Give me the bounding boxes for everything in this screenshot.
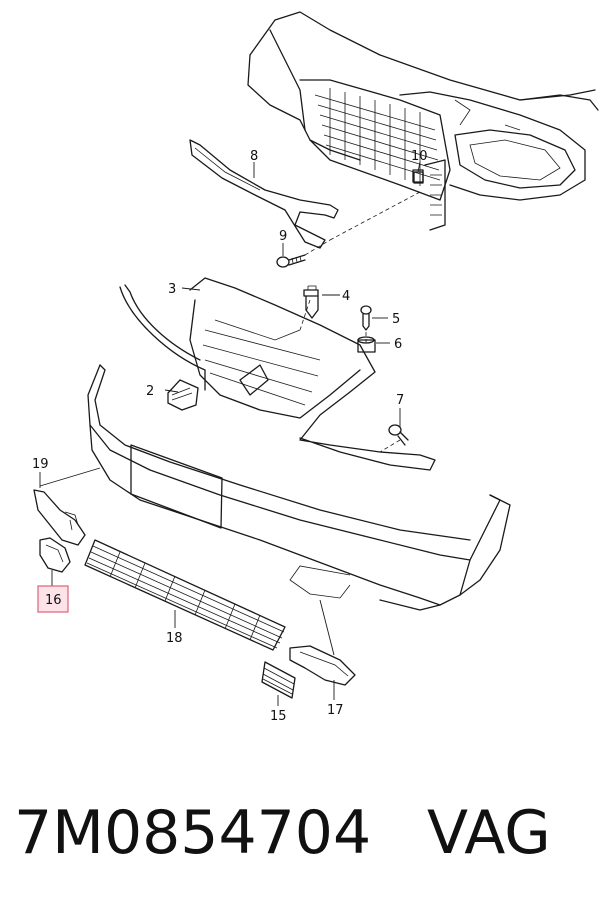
part-16-grille-insert: [39, 537, 71, 573]
callout-7: 7: [396, 393, 404, 408]
assembly-line: [304, 191, 421, 256]
callout-5: 5: [392, 312, 400, 327]
callout-2: 2: [146, 384, 154, 399]
part-5-screw: [360, 305, 372, 331]
assembly-line: [379, 439, 401, 453]
part-2-emblem: [167, 379, 199, 411]
callout-17: 17: [327, 703, 344, 718]
license-plate-recess: [130, 444, 223, 529]
part-4-clip: [303, 285, 319, 319]
part-18-lower-grille: [84, 539, 286, 651]
leader-lines: [39, 161, 421, 706]
brand-label: VAG: [427, 798, 551, 868]
part-10-clip: [413, 171, 424, 184]
callout-8: 8: [250, 149, 258, 164]
part-6-nut: [357, 336, 376, 353]
part-number: 7M0854704: [14, 798, 372, 868]
part-9-screw: [276, 254, 306, 268]
callout-9: 9: [279, 229, 287, 244]
callout-19: 19: [32, 457, 49, 472]
part-8-bracket: [189, 139, 339, 249]
callout-16: 16: [45, 593, 62, 608]
callout-10: 10: [411, 149, 428, 164]
part-19-bracket: [33, 489, 86, 546]
part-15-small-grille: [261, 661, 296, 699]
vehicle-front-assembly: [247, 11, 599, 231]
callout-16-highlight: [37, 585, 69, 613]
callout-labels: 2 3 4 5 6 7 8 9 10 15 16 17 18 19: [32, 149, 428, 724]
part-17-trim: [289, 645, 356, 686]
bumper-cover: [87, 364, 511, 611]
callout-4: 4: [342, 289, 350, 304]
callout-3: 3: [168, 282, 176, 297]
callout-6: 6: [394, 337, 402, 352]
exploded-parts-diagram: 2 3 4 5 6 7 8 9 10 15 16 17 18 19: [32, 11, 599, 724]
part-7-screw: [388, 424, 409, 446]
assembly-line: [299, 299, 311, 331]
part-3-grille-frame: [119, 277, 436, 471]
callout-18: 18: [166, 631, 183, 646]
callout-15: 15: [270, 709, 287, 724]
